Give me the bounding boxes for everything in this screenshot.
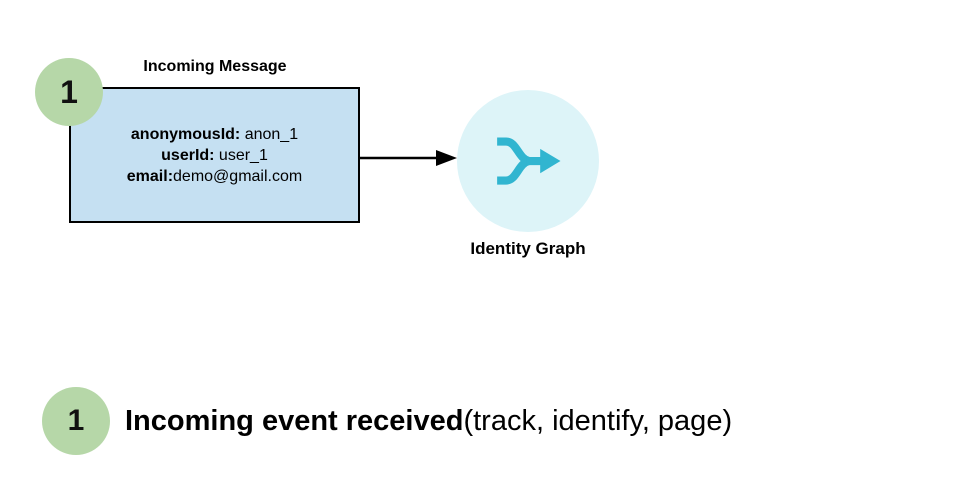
message-field-email: email:demo@gmail.com [127, 166, 302, 187]
message-field-anonymous-id: anonymousId: anon_1 [131, 124, 298, 145]
merge-arrow-icon [497, 137, 561, 185]
step-1-badge: 1 [35, 58, 103, 126]
field-value: user_1 [214, 146, 268, 164]
caption-regular-text: (track, identify, page) [463, 404, 733, 437]
caption-text: Incoming event received (track, identify… [125, 387, 732, 455]
identity-graph-label: Identity Graph [470, 239, 586, 258]
caption-bold-text: Incoming event received [125, 404, 464, 437]
incoming-message-box: anonymousId: anon_1 userId: user_1 email… [69, 87, 360, 223]
caption-step-1-badge: 1 [42, 387, 110, 455]
caption-step-1-badge-number: 1 [67, 404, 85, 437]
field-value: demo@gmail.com [173, 167, 303, 185]
flow-arrow-icon [359, 150, 457, 166]
step-1-badge-number: 1 [60, 73, 78, 110]
field-label: anonymousId: [130, 125, 241, 143]
incoming-message-title: Incoming Message [143, 58, 287, 75]
field-label: email: [126, 167, 174, 185]
message-field-user-id: userId: user_1 [161, 145, 268, 166]
identity-graph-node [457, 90, 599, 232]
field-label: userId: [161, 146, 215, 164]
field-value: anon_1 [240, 125, 299, 143]
